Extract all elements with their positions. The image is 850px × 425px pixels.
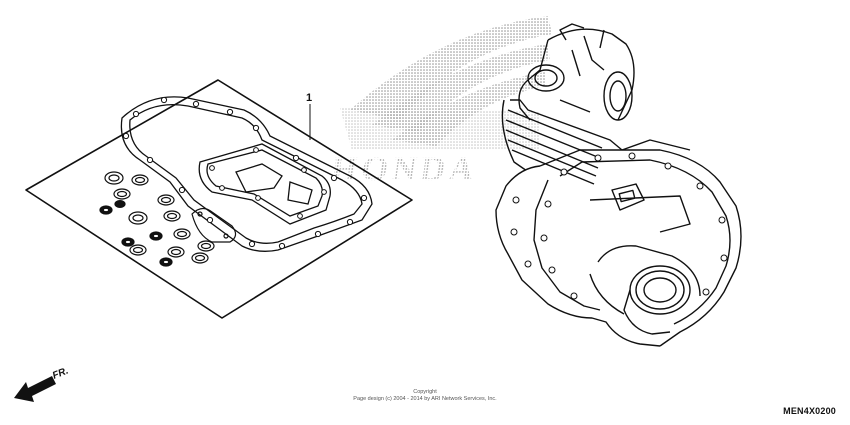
- direction-label: FR.: [51, 366, 70, 382]
- gasket-kit-sheet: [25, 79, 413, 319]
- copyright-title: Copyright: [413, 389, 437, 395]
- cover-gasket: [198, 143, 331, 225]
- honda-wing-logo-icon: [340, 16, 552, 150]
- watermark-brand: HONDA: [329, 151, 481, 188]
- base-gasket: [120, 96, 373, 252]
- callout-number: 1: [306, 92, 312, 104]
- front-direction-arrow-icon: [14, 376, 56, 402]
- small-gasket: [191, 207, 237, 243]
- o-ring-set: [99, 171, 215, 267]
- copyright-notice: Copyright Page design (c) 2004 - 2014 by…: [300, 389, 550, 403]
- engine-illustration: [495, 23, 742, 347]
- part-code: MEN4X0200: [783, 406, 836, 416]
- copyright-line: Page design (c) 2004 - 2014 by ARI Netwo…: [353, 396, 497, 402]
